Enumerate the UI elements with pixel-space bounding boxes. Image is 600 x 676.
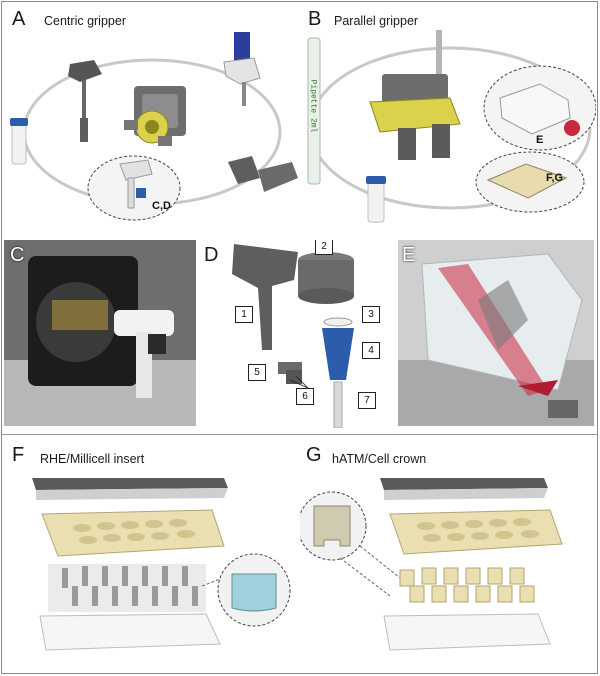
panel-a: A Centric gripper	[2, 2, 300, 230]
panel-d: D 1 2 3 4 5 6 7	[198, 240, 394, 428]
part-3-ring	[323, 317, 353, 327]
rhe-insert-exploded-illustration	[32, 478, 291, 651]
label-cd: C,D	[152, 200, 171, 212]
panel-letter-a: A	[12, 8, 26, 30]
exploded-gripper-illustration	[232, 244, 354, 428]
insert-holder	[41, 509, 225, 557]
panel-letter-c: C	[10, 244, 25, 266]
well-plate-icon	[486, 163, 568, 199]
falcon-tube-b-icon	[366, 176, 386, 223]
culture-flask-icon	[499, 83, 571, 135]
label-fg: F,G	[546, 172, 564, 184]
part-label-5: 5	[248, 364, 266, 381]
part-label-3: 3	[362, 306, 380, 323]
centric-gripper-unit	[124, 86, 186, 146]
part-label-2: 2	[315, 240, 333, 255]
part-5-block	[278, 362, 302, 384]
cell-crown-exploded-illustration	[300, 478, 563, 651]
panel-a-title: Centric gripper	[44, 14, 126, 28]
gripper-finger-arm	[68, 60, 102, 142]
pipette-label: Pipette 2ml	[308, 79, 318, 133]
part-4-cone	[322, 328, 354, 380]
panel-g-title: hATM/Cell crown	[332, 452, 427, 466]
panel-e-photo: E	[398, 240, 594, 426]
centric-gripper-illustration	[10, 32, 298, 221]
pipette-icon	[307, 37, 321, 185]
part-2-housing	[298, 252, 354, 304]
flask-photo-illustration	[398, 240, 594, 426]
part-label-4: 4	[362, 342, 380, 359]
panel-f-title: RHE/Millicell insert	[40, 452, 145, 466]
panel-b: B Parallel gripper E F,G Pipette 2ml	[300, 2, 596, 230]
millicell-insert-icon	[231, 573, 277, 612]
part-7-shaft	[333, 381, 343, 428]
panel-letter-d: D	[204, 244, 219, 266]
panel-letter-b: B	[308, 8, 322, 30]
panel-letter-e: E	[402, 244, 416, 266]
panel-b-title: Parallel gripper	[334, 14, 419, 28]
parallel-gripper-unit	[369, 74, 461, 160]
gripper-parts-detached	[228, 156, 298, 192]
cell-crowns	[399, 567, 535, 603]
part-label-7: 7	[358, 392, 376, 409]
panel-g: G hATM/Cell crown	[300, 436, 596, 672]
plate-lid-g	[380, 478, 548, 490]
gripper-holding-tube	[223, 32, 261, 106]
plate-lid	[32, 478, 228, 490]
gripper-detail	[119, 159, 153, 209]
cell-crown-icon	[313, 505, 351, 547]
falcon-tube-icon	[10, 118, 28, 165]
panel-c-photo: C	[4, 240, 196, 426]
part-label-6: 6	[296, 388, 314, 405]
part-1-finger	[232, 244, 298, 350]
base-plate	[39, 613, 221, 651]
label-e: E	[536, 134, 544, 146]
flask-cap-icon	[564, 120, 580, 136]
gripper-photo-illustration	[4, 240, 196, 426]
section-divider	[1, 434, 598, 435]
part-label-1: 1	[235, 306, 253, 323]
parallel-gripper-illustration	[307, 30, 596, 223]
panel-f: F RHE/Millicell insert	[2, 436, 298, 672]
panel-letter-f: F	[12, 444, 25, 466]
panel-letter-g: G	[306, 444, 322, 466]
base-plate-g	[383, 613, 551, 651]
